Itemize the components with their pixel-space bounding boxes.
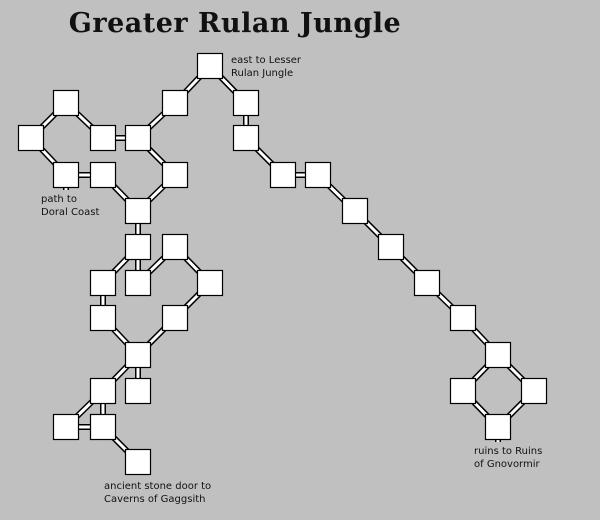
room-p [161, 233, 189, 261]
room-e [17, 124, 45, 152]
room-ag [484, 413, 512, 441]
room-x [449, 304, 477, 332]
note-line: east to Lesser [231, 55, 302, 66]
room-o [124, 233, 152, 261]
note-line: Caverns of Gaggsith [104, 494, 206, 505]
room-aa [89, 377, 117, 405]
room-v [89, 304, 117, 332]
room-j [52, 161, 80, 189]
room-k [89, 161, 117, 189]
note-east-exit: east to Lesser Rulan Jungle [231, 54, 301, 80]
room-m [124, 197, 152, 225]
room-z [484, 341, 512, 369]
note-line: ruins to Ruins [474, 446, 543, 457]
note-line: Rulan Jungle [231, 68, 294, 79]
room-top [196, 52, 224, 80]
note-line: ancient stone door to [104, 481, 212, 492]
room-q [377, 233, 405, 261]
room-f [89, 124, 117, 152]
room-i [304, 161, 332, 189]
room-ae [52, 413, 80, 441]
room-ad [520, 377, 548, 405]
room-ac [449, 377, 477, 405]
room-l [161, 161, 189, 189]
rooms [17, 52, 548, 476]
note-doral-path: path to Doral Coast [41, 193, 99, 219]
room-s [196, 269, 224, 297]
note-ruins-exit: ruins to Ruins of Gnovormir [474, 445, 542, 471]
note-line: Doral Coast [41, 207, 100, 218]
room-b [232, 89, 260, 117]
note-stone-door: ancient stone door to Caverns of Gaggsit… [104, 480, 211, 506]
note-line: of Gnovormir [474, 459, 540, 470]
note-line: path to [41, 194, 77, 205]
room-ah [124, 448, 152, 476]
room-c [52, 89, 80, 117]
room-u [124, 269, 152, 297]
room-t [413, 269, 441, 297]
room-af [89, 413, 117, 441]
room-y [124, 341, 152, 369]
room-g [124, 124, 152, 152]
room-a [161, 89, 189, 117]
room-d [232, 124, 260, 152]
map-title: Greater Rulan Jungle [68, 8, 402, 39]
room-n [341, 197, 369, 225]
room-w [161, 304, 189, 332]
room-ab [124, 377, 152, 405]
room-r [89, 269, 117, 297]
room-h [269, 161, 297, 189]
